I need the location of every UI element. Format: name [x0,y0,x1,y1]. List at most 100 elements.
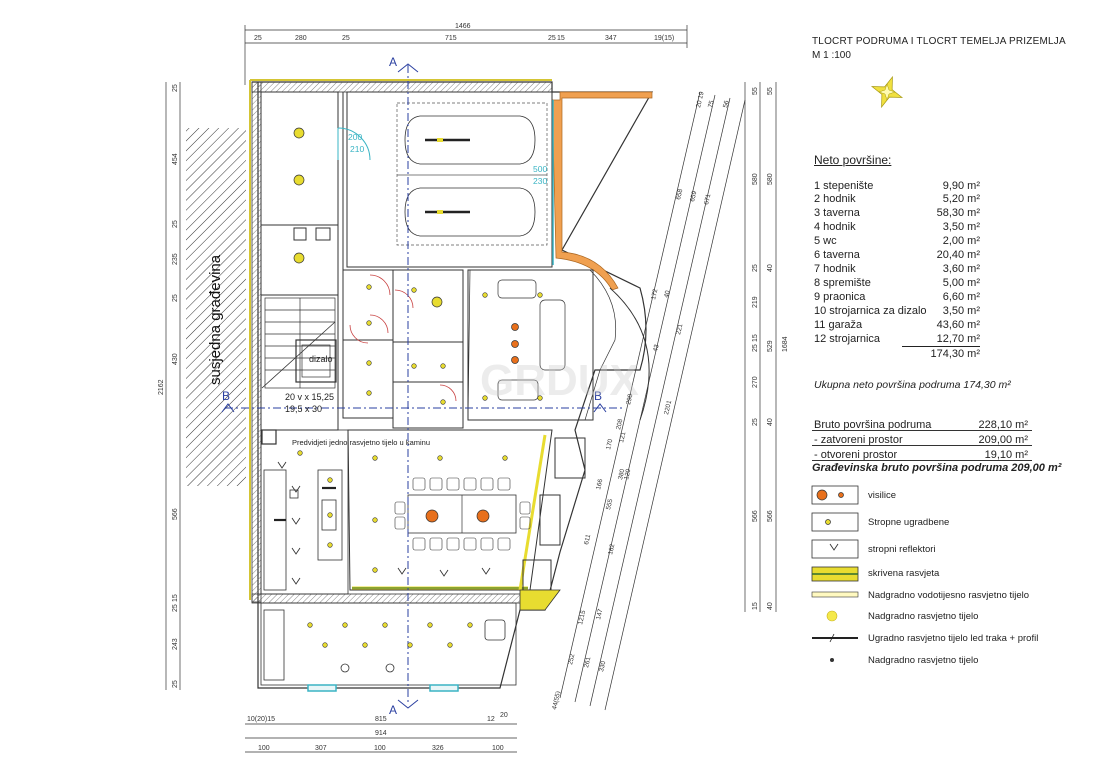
bruto-label: Bruto površina podruma [814,419,932,431]
room-label: 1 stepenište [814,180,874,192]
dim-bottom-815: 815 [375,716,387,723]
dim-left-25d: 25 [172,604,179,612]
led-strips [274,486,336,522]
bottom-strip [260,602,517,686]
dim-top-8: 19(15) [654,35,674,42]
svg-text:252: 252 [567,653,576,666]
svg-text:40: 40 [663,289,672,298]
lounge-furniture [467,269,617,421]
spot-reflectors [277,461,491,585]
bruto-value: 19,10 m² [984,449,1028,461]
svg-text:56: 56 [722,99,731,108]
svg-text:208: 208 [615,418,624,431]
dim-bottom-307: 307 [315,745,327,752]
dim-right-40c: 40 [767,602,774,610]
dim-left-235: 235 [172,253,179,265]
bruto-divider [812,445,1032,446]
main-taverna [347,429,553,591]
door1-label: 200 [348,132,362,142]
svg-text:120: 120 [623,468,632,481]
neighbor-label: susjedna građevina [207,254,224,385]
net-areas-heading: Neto površine: [814,153,892,167]
dim-right-1684: 1684 [782,336,789,352]
dim-top-5: 25 [548,35,556,42]
bruto-divider [812,460,1032,461]
dim-right-15b: 15 [752,602,759,610]
room-area: 3,50 m² [942,305,980,317]
dim-right-580b: 580 [767,173,774,185]
svg-text:330: 330 [598,660,607,673]
net-total: 174,30 m² [930,348,980,360]
section-a-bottom: A [389,703,397,717]
legend-label-visilice: visilice [868,490,896,501]
dim-left-15: 15 [172,594,179,602]
svg-text:555: 555 [605,498,614,511]
room-area: 3,50 m² [942,221,980,233]
svg-text:380: 380 [617,468,626,481]
svg-text:75: 75 [707,99,716,108]
legend-label-stropne: Stropne ugradbene [868,517,950,528]
dim-top-6: 15 [557,35,565,42]
left-dimensions [165,82,181,690]
dim-bottom-l1: 10(20)15 [247,716,275,723]
svg-text:121: 121 [618,431,627,444]
room-area: 6,60 m² [942,291,980,303]
svg-text:162: 162 [607,543,616,556]
room-label: 11 garaža [814,319,863,331]
dim-right-15a: 15 [752,334,759,342]
stairs-label: 20 v x 15,25 [285,392,334,402]
dim-top-3: 25 [342,35,350,42]
section-a-top: A [389,55,397,69]
dim-right-566b: 566 [767,510,774,522]
dim-left-25e: 25 [172,680,179,688]
bottom-windows [307,684,459,692]
svg-text:261: 261 [583,656,592,669]
room-area: 58,30 m² [936,207,980,219]
right-dimensions [744,82,777,612]
dim-left-430: 430 [172,353,179,365]
dim-right-529: 529 [767,340,774,352]
dim-top-total: 1466 [455,23,471,30]
north-arrow-icon [870,75,904,109]
room-area: 20,40 m² [936,249,980,261]
svg-text:44(55): 44(55) [551,691,562,711]
dim-bottom-r1: 12 [487,716,495,723]
watermark: GRDUX [480,356,639,405]
terrace-edge [551,91,653,291]
svg-text:671: 671 [703,193,712,206]
dim-bottom-326: 326 [432,745,444,752]
dim-right-566a: 566 [752,510,759,522]
dim-bottom-r2: 20 [500,712,508,719]
dim-right-25c: 25 [752,418,759,426]
dim-bottom-100a: 100 [258,745,270,752]
svg-text:298: 298 [625,393,634,406]
dim-top-7: 347 [605,35,617,42]
door2-label: 500 [533,164,547,174]
room-area: 2,00 m² [942,235,980,247]
bruto-label: - otvoreni prostor [814,449,898,461]
svg-text:170: 170 [605,438,614,451]
room-area: 9,90 m² [942,180,980,192]
gradevinska-bruto: Građevinska bruto površina podruma 209,0… [812,462,1062,474]
right-bays [519,437,586,611]
stairs-label-2: 19,5 x 30 [285,404,322,414]
dim-bottom-914: 914 [375,730,387,737]
fireplace-note: Predvidjeti jedno rasvjetno tijelo u kam… [292,438,430,447]
dim-left-566: 566 [172,508,179,520]
section-markers [221,63,607,709]
room-label: 7 hodnik [814,263,856,275]
bottom-dimensions [245,723,517,753]
room-area: 3,60 m² [942,263,980,275]
section-b-left: B [222,389,230,403]
dim-bottom-100b: 100 [374,745,386,752]
svg-text:1215: 1215 [577,609,587,625]
recessed-fixtures [297,284,543,648]
dim-top-1: 25 [254,35,262,42]
legend-label-led: Ugradno rasvjetno tijelo led traka + pro… [868,633,1039,644]
room-label: 8 spremište [814,277,871,289]
dim-left-25b: 25 [172,220,179,228]
dim-right-219: 219 [752,296,759,308]
room-area: 43,60 m² [936,319,980,331]
svg-text:147: 147 [595,608,604,621]
bruto-value: 228,10 m² [978,419,1028,431]
